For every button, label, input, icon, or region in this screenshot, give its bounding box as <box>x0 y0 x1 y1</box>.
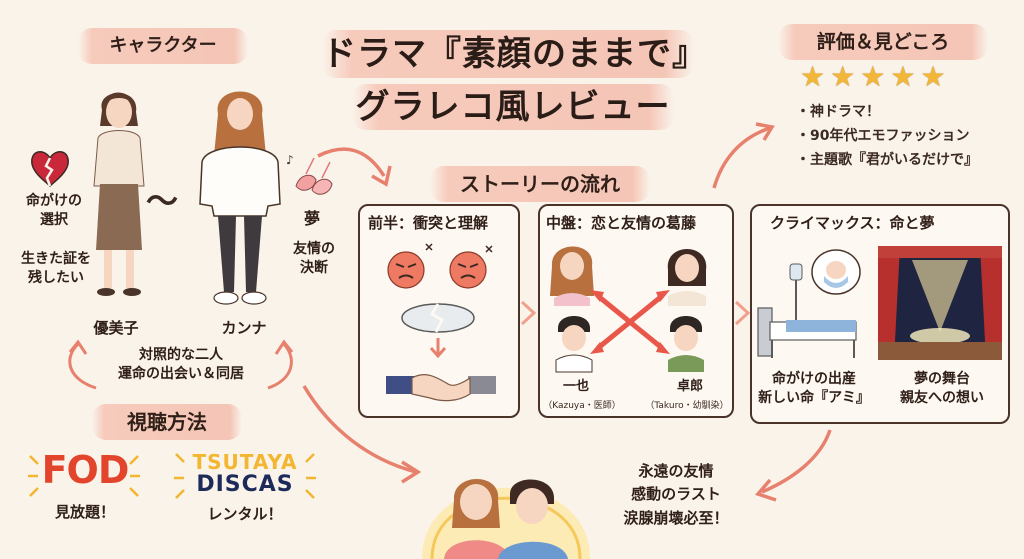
kazuya-name: 一也 <box>562 379 589 394</box>
story-panel-middle <box>538 204 734 418</box>
down-arrow-icon <box>429 338 447 359</box>
climax-left-text: 命がけの出産 新しい命『アミ』 <box>758 371 870 406</box>
panel-arrow-2 <box>734 300 751 326</box>
panel1-title: 前半：衝突と理解 <box>368 214 489 232</box>
stage-icon <box>878 246 1002 360</box>
name-yumiko: 優美子 <box>93 319 139 337</box>
panel-arrow-1 <box>520 300 537 326</box>
star-icon: ★ <box>830 60 856 93</box>
page-title-line1: ドラマ『素顔のままで』 <box>322 34 707 74</box>
kanna-note-bottom: 友情の 決断 <box>293 241 335 276</box>
relation-text: 対照的な二人 運命の出会い＆同居 <box>118 347 244 382</box>
name-kanna: カンナ <box>221 319 267 337</box>
broken-heart-icon <box>31 151 69 188</box>
climax-right-text: 夢の舞台 親友への想い <box>900 371 984 406</box>
discas-burst <box>174 453 316 499</box>
rating-point-3: ・主題歌『君がいるだけで』 <box>796 152 978 168</box>
yumiko-figure <box>93 92 145 296</box>
viewing-heading: 視聴方法 <box>92 404 242 440</box>
rating-stars: ★★★★★ <box>800 62 970 92</box>
yumiko-note-top: 命がけの 選択 <box>26 193 82 228</box>
rating-point-2: ・90年代エモファッション <box>796 128 970 144</box>
kanna-figure <box>199 91 281 305</box>
discas-logo[interactable]: DISCAS <box>196 472 294 497</box>
story-heading: ストーリーの流れ <box>430 166 650 202</box>
characters-heading: キャラクター <box>78 28 248 64</box>
fod-label: 見放題！ <box>54 503 115 521</box>
handshake-icon <box>386 374 496 402</box>
panel2-title: 中盤：恋と友情の葛藤 <box>546 214 697 232</box>
discas-label: レンタル！ <box>207 505 283 523</box>
tilde-connector: 〜 <box>146 182 179 220</box>
rating-heading: 評価＆見どころ <box>778 24 988 60</box>
angry-faces-icon <box>387 243 493 289</box>
title-banner-2: グラレコ風レビュー <box>352 84 674 130</box>
star-icon: ★ <box>890 60 916 93</box>
friends-hug-illustration <box>422 479 590 559</box>
rating-point-1: ・神ドラマ！ <box>796 104 880 120</box>
star-icon: ★ <box>860 60 886 93</box>
kazuya-sub: （Kazuya・医師） <box>543 401 621 411</box>
star-icon: ★ <box>920 60 946 93</box>
takuro-name: 卓郎 <box>676 379 703 394</box>
svg-text:♪: ♪ <box>286 153 294 167</box>
love-cross-diagram <box>550 246 707 373</box>
ending-text: 永遠の友情 感動のラスト 涙腺崩壊必至！ <box>623 462 729 527</box>
ballet-shoes-icon: ♪ <box>286 153 333 195</box>
panel3-title: クライマックス：命と夢 <box>770 214 935 232</box>
takuro-sub: （Takuro・幼馴染） <box>645 401 729 411</box>
rating-points: ・神ドラマ！ ・90年代エモファッション ・主題歌『君がいるだけで』 <box>796 100 1020 172</box>
fod-logo[interactable]: FOD <box>41 448 130 492</box>
yumiko-note-bottom: 生きた証を 残したい <box>21 251 91 286</box>
star-icon: ★ <box>800 60 826 93</box>
tsutaya-logo[interactable]: TSUTAYA <box>192 450 298 474</box>
kanna-note-top: 夢 <box>303 209 320 228</box>
fod-burst <box>28 455 140 497</box>
hospital-bed-icon <box>757 249 861 358</box>
page-title-line2: グラレコ風レビュー <box>355 87 671 127</box>
title-banner-1: ドラマ『素顔のままで』 <box>322 30 707 78</box>
broken-plate-icon <box>401 303 475 333</box>
